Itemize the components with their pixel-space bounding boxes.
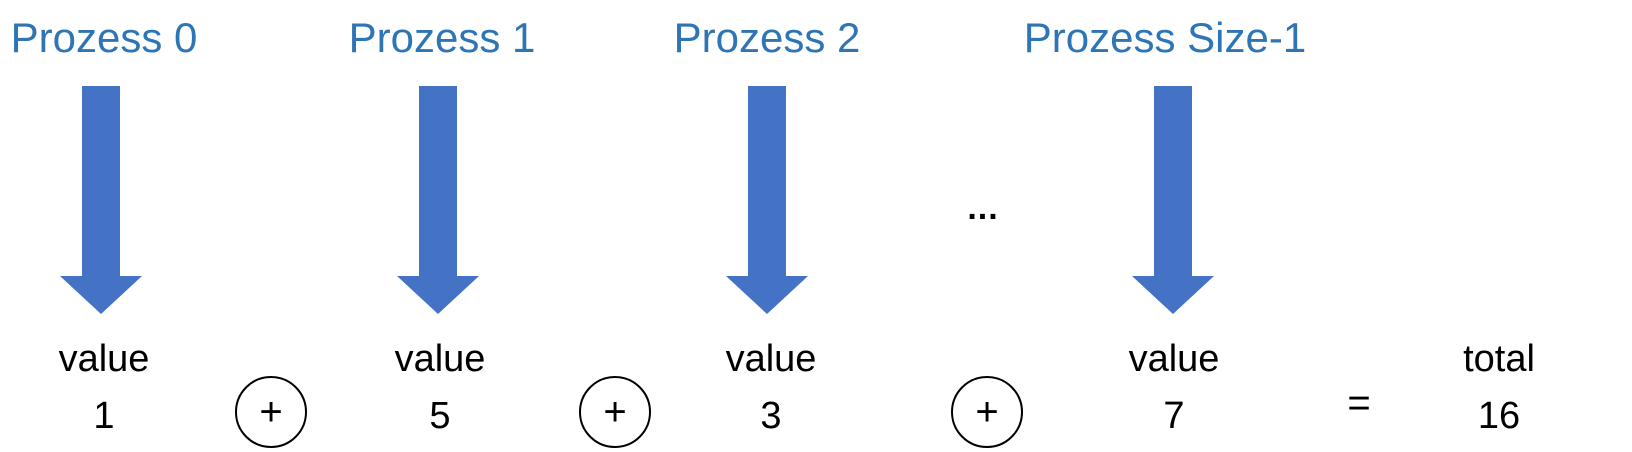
down-arrow-icon xyxy=(1132,86,1214,314)
down-arrow-icon xyxy=(726,86,808,314)
total-label: total xyxy=(1463,338,1535,380)
value-number-0: 1 xyxy=(93,395,115,437)
process-label-0: Prozess 0 xyxy=(10,14,198,61)
value-number-1: 5 xyxy=(429,395,451,437)
plus-operator-icon: + xyxy=(951,376,1023,448)
plus-operator-icon: + xyxy=(579,376,651,448)
process-label-1: Prozess 1 xyxy=(348,14,536,61)
equals-sign: = xyxy=(1347,381,1371,425)
total-number: 16 xyxy=(1477,395,1521,437)
process-label-size-minus-1: Prozess Size-1 xyxy=(1023,14,1307,61)
down-arrow-icon xyxy=(60,86,142,314)
value-number-2: 3 xyxy=(760,395,782,437)
value-label-size-minus-1: value xyxy=(1128,338,1220,380)
ellipsis: ... xyxy=(967,189,999,227)
plus-operator-icon: + xyxy=(235,376,307,448)
down-arrow-icon xyxy=(397,86,479,314)
value-number-size-minus-1: 7 xyxy=(1163,395,1185,437)
value-label-2: value xyxy=(725,338,817,380)
value-label-0: value xyxy=(58,338,150,380)
process-label-2: Prozess 2 xyxy=(673,14,861,61)
value-label-1: value xyxy=(394,338,486,380)
